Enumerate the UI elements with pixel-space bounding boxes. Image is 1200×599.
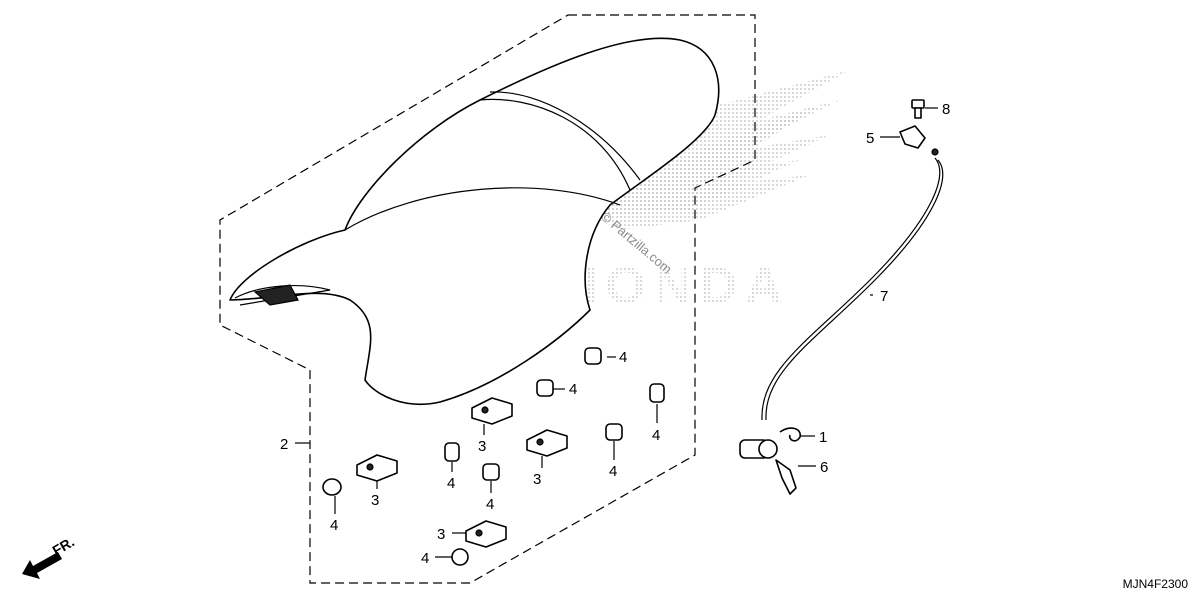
front-direction-arrow: FR. [22,533,77,579]
callout-1: 1 [819,429,827,446]
leader-lines [295,107,938,558]
bolt-part-8 [911,99,925,119]
drawing-code: MJN4F2300 [1122,577,1188,591]
callout-4: 4 [652,427,660,444]
bracket-part-3-b [526,429,568,457]
callout-3: 3 [437,526,445,543]
callout-7: 7 [880,288,888,305]
cable-stay-part-5 [899,125,939,156]
callout-4: 4 [447,475,455,492]
assembly-boundary [219,14,756,584]
callout-4: 4 [619,349,627,366]
seat-lock-cable [761,157,941,421]
callout-3: 3 [371,492,379,509]
honda-wing-watermark [560,70,850,230]
callouts: 2 4 4 4 4 4 4 4 4 3 3 3 3 1 6 7 5 8 [280,101,950,567]
callout-6: 6 [820,459,828,476]
callout-4: 4 [609,463,617,480]
callout-3: 3 [478,438,486,455]
callout-4: 4 [569,381,577,398]
callout-4: 4 [330,517,338,534]
callout-4: 4 [486,496,494,513]
callout-2: 2 [280,436,288,453]
seat-lock-part-6 [739,439,797,495]
callout-5: 5 [866,130,874,147]
bracket-part-3-a [471,397,513,425]
honda-logo-watermark: HONDA [560,257,791,315]
bracket-part-3-d [465,520,507,548]
callout-3: 3 [533,471,541,488]
seat-assembly [229,37,720,406]
clip-part-1 [779,427,801,442]
cushion-part-4 [322,347,665,566]
callout-4: 4 [421,550,429,567]
bracket-part-3-c [356,454,398,482]
callout-8: 8 [942,101,950,118]
